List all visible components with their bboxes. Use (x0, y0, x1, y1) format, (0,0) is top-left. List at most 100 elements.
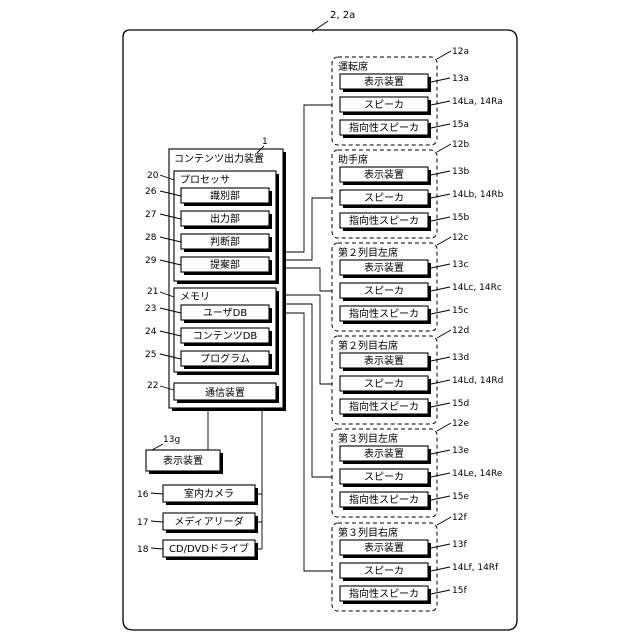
memory-label: メモリ (180, 292, 210, 303)
memory-ref: 21 (147, 287, 158, 297)
seat-group-2-device-2-label: スピーカ (364, 192, 404, 204)
peripheral-3-label: CD/DVDドライブ (169, 542, 249, 555)
peripheral-2-label: メディアリーダ (174, 515, 243, 528)
seat-group-2-device-1-label: 表示装置 (364, 168, 404, 181)
peripheral-2: メディアリーダ 17 (137, 513, 258, 533)
processor-unit-1-label: 識別部 (210, 189, 240, 202)
seat-group-1-device-1-label: 表示装置 (364, 75, 404, 88)
seat-group-6: 第３列目右席12f表示装置13fスピーカ14Lf, 14Rf指向性スピーカ15f (332, 513, 499, 611)
seat-group-3-ref: 12c (452, 233, 468, 243)
processor-unit-3: 判断部 28 (145, 233, 272, 252)
processor-ref: 20 (147, 171, 159, 181)
processor-unit-2: 出力部 27 (145, 210, 272, 229)
peripheral-3: CD/DVDドライブ 18 (137, 540, 258, 560)
peripheral-2-ref: 17 (137, 518, 148, 528)
seat-group-3: 第２列目左席 12c 表示装置13c スピーカ 14Lc, 14Rc 指向性スピーカ 15c (332, 233, 502, 331)
seat-group-2-device-1-ref: 13b (452, 167, 469, 177)
seat-group-4-device-1-ref: 13d (452, 353, 469, 363)
processor-unit-1-ref: 26 (145, 187, 157, 197)
seat-group-6-device-1: 表示装置 13f (340, 540, 467, 558)
peripheral-3-ref: 18 (137, 545, 149, 555)
seat-group-1-device-3: 指向性スピーカ 15a (340, 120, 469, 138)
memory-unit-3-ref: 25 (145, 350, 156, 360)
memory-unit-2-label: コンテンツDB (193, 331, 258, 342)
processor-unit-4: 提案部 29 (145, 256, 272, 275)
seat-group-5-name: 第３列目左席 (338, 432, 398, 445)
seat-group-3-device-3-label: 指向性スピーカ (349, 307, 419, 320)
seat-group-4-device-2: スピーカ 14Ld, 14Rd (340, 376, 503, 394)
seat-group-3-device-2: スピーカ 14Lc, 14Rc (340, 283, 502, 301)
seat-group-1-device-3-label: 指向性スピーカ (349, 121, 419, 134)
seat-group-2-device-1: 表示装置 13b (340, 167, 469, 185)
seat-group-5-device-1: 表示装置13e (340, 446, 469, 464)
seat-group-4-ref: 12d (452, 326, 469, 336)
memory-unit-2-ref: 24 (145, 327, 157, 337)
memory-unit-1: ユーザDB 23 (145, 304, 272, 323)
seat-group-4-device-3-label: 指向性スピーカ (349, 400, 419, 413)
peripheral-1: 室内カメラ 16 (137, 485, 258, 505)
seat-group-2-name: 助手席 (338, 153, 368, 166)
seat-group-4-device-2-label: スピーカ (364, 378, 404, 390)
seat-group-3-device-2-label: スピーカ (364, 285, 404, 297)
processor-unit-1: 識別部 26 (145, 187, 272, 206)
peripheral-1-ref: 16 (137, 490, 149, 500)
seat-group-6-device-2-ref: 14Lf, 14Rf (452, 563, 499, 573)
seat-group-5-device-2-ref: 14Le, 14Re (452, 469, 503, 479)
processor-unit-4-ref: 29 (145, 256, 157, 266)
seat-group-1-device-2-label: スピーカ (364, 99, 404, 111)
content-output-device-ref: 1 (262, 137, 268, 147)
seat-group-4-device-1-label: 表示装置 (364, 354, 404, 367)
peripheral-display-label: 表示装置 (163, 454, 203, 467)
seat-group-3-device-3: 指向性スピーカ 15c (340, 306, 468, 324)
content-output-device-label: コンテンツ出力装置 (174, 152, 264, 165)
seat-group-3-name: 第２列目左席 (338, 246, 398, 259)
memory-units: ユーザDB 23 コンテンツDB 24 プログラム 25 (145, 304, 272, 369)
seat-group-1: 運転席12a表示装置13aスピーカ14La, 14Ra指向性スピーカ15a (332, 47, 503, 145)
seat-group-4: 第２列目右席 12d 表示装置 13d スピーカ 14Ld, 14Rd 指向性スピーカ15d (332, 326, 503, 424)
seat-group-1-device-3-ref: 15a (452, 120, 469, 130)
processor-unit-3-ref: 28 (145, 233, 157, 243)
seat-group-2-ref: 12b (452, 140, 469, 150)
peripheral-display: 表示装置13g (146, 435, 223, 474)
seat-group-5-device-2: スピーカ 14Le, 14Re (340, 469, 503, 487)
seat-group-1-ref: 12a (452, 47, 469, 57)
seat-group-1-device-2-ref: 14La, 14Ra (452, 97, 503, 107)
seat-group-4-device-3: 指向性スピーカ15d (340, 399, 469, 417)
seat-group-1-device-1: 表示装置13a (340, 74, 469, 92)
seat-group-3-device-1-label: 表示装置 (364, 261, 404, 274)
processor-unit-3-label: 判断部 (210, 235, 240, 248)
seat-group-2-device-3-ref: 15b (452, 213, 469, 223)
seat-group-6-name: 第３列目右席 (338, 526, 398, 539)
seat-group-6-device-1-ref: 13f (452, 540, 467, 550)
seat-group-1-device-2: スピーカ 14La, 14Ra (340, 97, 503, 115)
seat-group-5-ref: 12e (452, 419, 469, 429)
seat-group-6-ref: 12f (452, 513, 467, 523)
seat-group-5-device-2-label: スピーカ (364, 471, 404, 483)
comm-device-label: 通信装置 (205, 386, 245, 399)
seat-group-6-device-1-label: 表示装置 (364, 541, 404, 554)
memory-unit-1-label: ユーザDB (203, 307, 248, 319)
memory-unit-3-label: プログラム (200, 352, 250, 365)
seat-group-2-device-3: 指向性スピーカ 15b (340, 213, 469, 231)
seat-groups: 運転席12a表示装置13aスピーカ14La, 14Ra指向性スピーカ15a助手席… (332, 47, 504, 611)
seat-group-6-device-3-label: 指向性スピーカ (349, 587, 419, 600)
seat-group-5-device-3-ref: 15e (452, 492, 469, 502)
memory-unit-1-ref: 23 (145, 304, 156, 314)
processor-unit-2-ref: 27 (145, 210, 156, 220)
seat-group-2-device-3-label: 指向性スピーカ (349, 214, 419, 227)
processor-unit-4-label: 提案部 (210, 258, 240, 271)
figure-label: 2, 2a (330, 10, 355, 21)
memory-unit-3: プログラム 25 (145, 350, 272, 369)
seat-group-4-name: 第２列目右席 (338, 339, 398, 352)
seat-group-3-device-1: 表示装置13c (340, 260, 468, 278)
processor-unit-2-label: 出力部 (210, 212, 240, 225)
peripheral-1-label: 室内カメラ (184, 487, 234, 500)
seat-group-2-device-2-ref: 14Lb, 14Rb (452, 190, 504, 200)
comm-device-ref: 22 (147, 381, 158, 391)
seat-group-5-device-1-label: 表示装置 (364, 447, 404, 460)
seat-group-3-device-2-ref: 14Lc, 14Rc (452, 283, 502, 293)
seat-group-3-device-3-ref: 15c (452, 306, 468, 316)
seat-group-4-device-2-ref: 14Ld, 14Rd (452, 376, 503, 386)
peripheral-devices: 表示装置13g 室内カメラ 16 メディアリーダ 17CD/DVDドライブ 18 (137, 435, 258, 560)
